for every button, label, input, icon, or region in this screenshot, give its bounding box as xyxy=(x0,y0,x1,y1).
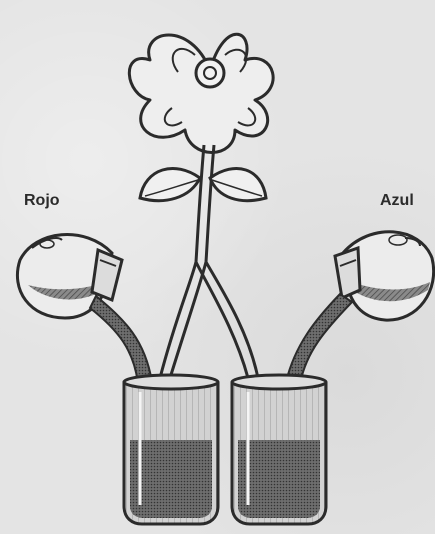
liquid-stream-right xyxy=(286,294,352,384)
liquid-stream-left xyxy=(90,296,152,384)
test-tube-left xyxy=(124,375,218,524)
test-tube-right xyxy=(232,375,326,524)
leaf-right xyxy=(210,168,266,200)
leaf-left xyxy=(140,168,200,200)
flower-icon xyxy=(129,34,273,152)
flask-right xyxy=(335,232,434,320)
